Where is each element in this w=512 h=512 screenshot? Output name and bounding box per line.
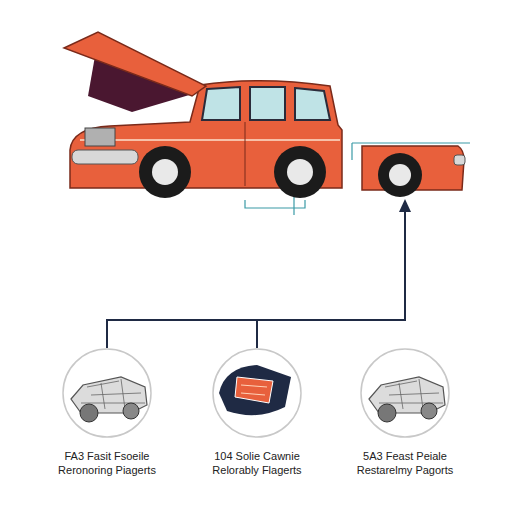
circle-outline (211, 347, 303, 439)
circle-label: FA3 Fasit Fsoeile Reronoring Piagerts (45, 449, 169, 477)
car-body (64, 32, 342, 198)
part-sketch (369, 377, 445, 422)
circle-label: 5A3 Feast Peiale Restarelmy Pagorts (343, 449, 467, 477)
circle-outline (359, 347, 451, 439)
part-sketch (219, 365, 291, 415)
circle-outline (61, 347, 153, 439)
circle-node: 5A3 Feast Peiale Restarelmy Pagorts (343, 347, 467, 477)
circle-node: FA3 Fasit Fsoeile Reronoring Piagerts (45, 347, 169, 477)
arrow-head (399, 199, 411, 212)
car-rear-fragment (362, 146, 465, 197)
tree-lines (107, 210, 406, 348)
circle-node: 104 Solie Cawnie Relorably Flagerts (195, 347, 319, 477)
part-sketch (71, 377, 147, 422)
circle-label: 104 Solie Cawnie Relorably Flagerts (195, 449, 319, 477)
